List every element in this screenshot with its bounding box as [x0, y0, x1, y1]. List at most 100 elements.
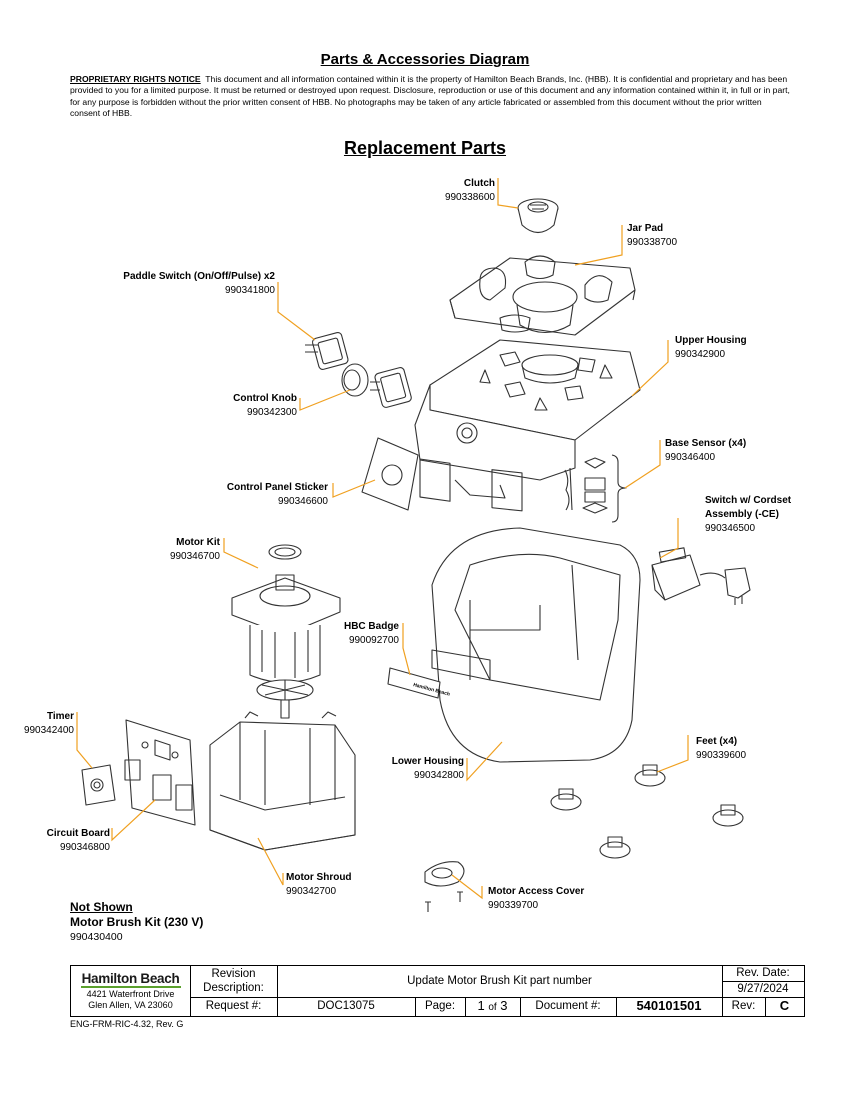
- part-name: Motor Kit: [176, 537, 220, 548]
- part-number: 990342800: [413, 770, 464, 781]
- label-hbc-badge: HBC Badge 990092700: [344, 620, 399, 648]
- notice-label: PROPRIETARY RIGHTS NOTICE: [70, 74, 201, 84]
- part-number: 990346500: [705, 523, 756, 534]
- label-base-sensor: Base Sensor (x4) 990346400: [665, 437, 746, 465]
- proprietary-notice: PROPRIETARY RIGHTS NOTICE This document …: [70, 74, 790, 119]
- page-label: Page:: [424, 1000, 456, 1012]
- part-number: 990339600: [696, 750, 747, 761]
- document-number: 540101501: [636, 998, 702, 1013]
- part-number: 990092700: [348, 635, 399, 646]
- jar-pad-part: [449, 255, 636, 336]
- part-name: Control Panel Sticker: [226, 482, 328, 493]
- timer-part: [81, 764, 116, 806]
- label-control-panel-sticker: Control Panel Sticker 990346600: [227, 481, 328, 509]
- page-current: 1: [477, 998, 485, 1013]
- base-sensor-parts: [564, 454, 627, 523]
- label-timer: Timer 990342400: [24, 710, 74, 738]
- part-number: 990342300: [246, 407, 297, 418]
- label-jar-pad: Jar Pad 990338700: [627, 222, 677, 250]
- part-name: Clutch: [463, 178, 495, 189]
- revision-label-line1: Revision: [211, 968, 256, 980]
- part-name-line2: Assembly (-CE): [705, 509, 779, 520]
- part-name: Circuit Board: [46, 828, 110, 839]
- label-clutch: Clutch 990338600: [445, 177, 495, 205]
- part-name: Upper Housing: [675, 335, 747, 346]
- page-total: 3: [500, 998, 508, 1013]
- lower-housing-part: [431, 527, 641, 763]
- not-shown-section: Not Shown Motor Brush Kit (230 V) 990430…: [70, 900, 203, 945]
- label-circuit-board: Circuit Board 990346800: [47, 827, 110, 855]
- revision-label: Revision Description:: [190, 967, 277, 995]
- exploded-parts-diagram: Hamilton Beach: [76, 178, 751, 912]
- rev-date-label: Rev. Date:: [736, 967, 790, 979]
- control-knob-part: [341, 363, 369, 397]
- page-of: of: [488, 1002, 497, 1013]
- document-label: Document #:: [535, 1000, 601, 1012]
- part-number: 990339700: [488, 900, 539, 911]
- part-number: 990346800: [59, 842, 110, 853]
- part-number: 990338700: [627, 237, 678, 248]
- part-name: Paddle Switch (On/Off/Pulse) x2: [123, 271, 275, 282]
- part-name: Base Sensor (x4): [665, 438, 747, 449]
- part-number: 990338600: [444, 192, 495, 203]
- request-label: Request #:: [205, 1000, 262, 1012]
- label-upper-housing: Upper Housing 990342900: [675, 334, 747, 362]
- part-name: Jar Pad: [627, 223, 664, 234]
- label-motor-kit: Motor Kit 990346700: [170, 536, 220, 564]
- not-shown-heading: Not Shown: [70, 900, 133, 914]
- label-feet: Feet (x4) 990339600: [696, 735, 746, 763]
- title-block: Hamilton Beach 4421 Waterfront Drive Gle…: [70, 965, 805, 1017]
- revision-description: Update Motor Brush Kit part number: [407, 975, 592, 987]
- not-shown-part-number: 990430400: [70, 931, 123, 943]
- label-switch-cordset: Switch w/ Cordset Assembly (-CE) 9903465…: [705, 494, 791, 536]
- motor-shroud-part: [209, 711, 356, 851]
- part-name: Motor Shroud: [286, 872, 352, 883]
- page-value: 1 of 3: [465, 998, 520, 1013]
- request-value: DOC13075: [317, 1000, 375, 1012]
- notice-text: This document and all information contai…: [70, 74, 790, 118]
- company-address-line2: Glen Allen, VA 23060: [88, 1000, 173, 1010]
- rev-date-value: 9/27/2024: [737, 983, 789, 995]
- part-name: HBC Badge: [343, 621, 399, 632]
- upper-housing-part: [414, 339, 641, 512]
- part-name: Timer: [46, 711, 74, 722]
- part-number: 990346600: [277, 496, 328, 507]
- part-name: Motor Access Cover: [488, 886, 585, 897]
- revision-label-line2: Description:: [203, 982, 264, 994]
- part-number: 990342400: [23, 725, 74, 736]
- section-title: Replacement Parts: [343, 138, 507, 158]
- part-name: Switch w/ Cordset: [705, 495, 792, 506]
- hbc-badge-part: [387, 667, 441, 699]
- company-address-line1: 4421 Waterfront Drive: [86, 989, 175, 999]
- rev-value: C: [779, 998, 790, 1013]
- paddle-switch-parts: [305, 331, 412, 408]
- part-name: Lower Housing: [391, 756, 464, 767]
- not-shown-part-name: Motor Brush Kit (230 V): [70, 915, 204, 929]
- label-motor-shroud: Motor Shroud 990342700: [286, 871, 352, 899]
- label-lower-housing: Lower Housing 990342800: [392, 755, 464, 783]
- label-paddle-switch: Paddle Switch (On/Off/Pulse) x2 99034180…: [123, 270, 275, 298]
- part-number: 990342900: [675, 349, 726, 360]
- label-control-knob: Control Knob 990342300: [233, 392, 297, 420]
- part-number: 990341800: [224, 285, 275, 296]
- part-number: 990346700: [169, 551, 220, 562]
- part-number: 990346400: [665, 452, 716, 463]
- logo-underline: [80, 986, 181, 988]
- motor-access-cover-part: [424, 861, 465, 912]
- leader-lines: [76, 178, 689, 900]
- company-logo: Hamilton Beach 4421 Waterfront Drive Gle…: [71, 971, 190, 1011]
- control-panel-sticker-part: [361, 437, 419, 511]
- label-motor-access-cover: Motor Access Cover 990339700: [488, 885, 584, 913]
- page-title: Parts & Accessories Diagram: [320, 51, 530, 68]
- circuit-board-part: [124, 719, 196, 826]
- rev-label: Rev:: [731, 1000, 756, 1012]
- motor-kit-part: [231, 544, 341, 719]
- part-name: Control Knob: [233, 393, 297, 404]
- switch-cordset-part: [651, 547, 751, 605]
- form-code: ENG-FRM-RIC-4.32, Rev. G: [70, 1019, 184, 1029]
- feet-parts: [550, 764, 744, 859]
- company-name: Hamilton Beach: [81, 971, 180, 986]
- part-name: Feet (x4): [696, 736, 738, 747]
- part-number: 990342700: [286, 886, 337, 897]
- clutch-part: [517, 198, 559, 234]
